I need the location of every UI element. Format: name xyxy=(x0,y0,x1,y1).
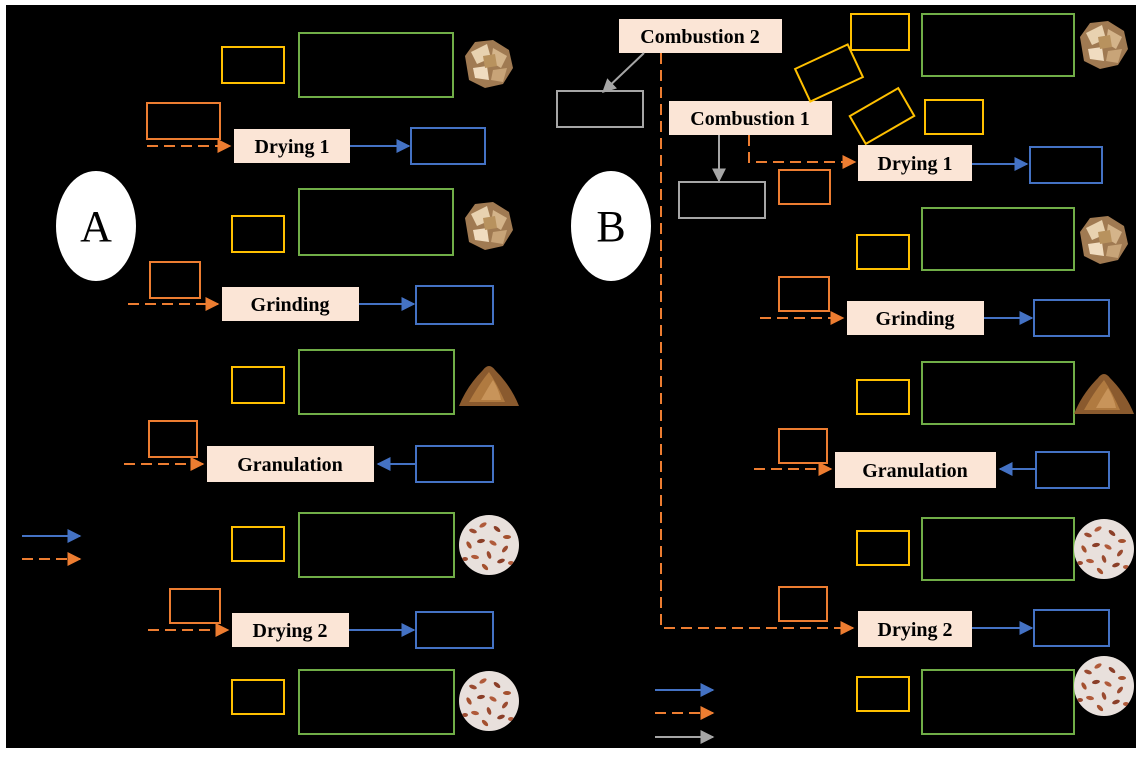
process-box-combustion-1 xyxy=(669,101,832,135)
energy-box xyxy=(146,102,221,140)
process-label-drying-1: Drying 1 xyxy=(878,153,953,175)
input-box xyxy=(221,46,285,84)
panel-b-letter: B xyxy=(596,202,625,251)
pellets-icon xyxy=(459,515,519,575)
wood-chips-icon xyxy=(465,202,513,250)
input-box xyxy=(848,86,916,146)
panel-a-badge xyxy=(56,171,136,281)
input-box xyxy=(231,366,285,404)
energy-flow-line xyxy=(660,53,855,635)
output-box xyxy=(1029,146,1103,184)
material-box xyxy=(298,32,454,98)
process-box-drying-2 xyxy=(858,611,972,647)
process-label-granulation: Granulation xyxy=(862,460,968,482)
pellets-icon xyxy=(1074,656,1134,716)
input-box xyxy=(231,679,285,715)
input-box xyxy=(856,379,910,415)
process-box-granulation xyxy=(835,452,996,488)
process-label-granulation: Granulation xyxy=(237,454,343,476)
emission-box xyxy=(678,181,766,219)
emission-flow-arrow xyxy=(601,52,645,93)
process-box-grinding xyxy=(847,301,984,335)
process-label-combustion-1: Combustion 1 xyxy=(690,108,809,130)
wood-chips-icon xyxy=(465,40,513,88)
material-box xyxy=(921,13,1075,77)
process-box-drying-2 xyxy=(232,613,349,647)
input-box xyxy=(231,215,285,253)
input-box xyxy=(850,13,910,51)
process-label-drying-2: Drying 2 xyxy=(878,619,953,641)
input-box xyxy=(231,526,285,562)
material-box xyxy=(921,361,1075,425)
energy-box xyxy=(778,276,830,312)
energy-box xyxy=(148,420,198,458)
input-box xyxy=(856,676,910,712)
process-label-grinding: Grinding xyxy=(876,308,955,330)
energy-box xyxy=(778,169,831,205)
output-box xyxy=(415,611,494,649)
wood-chips-icon xyxy=(1080,216,1128,264)
input-box xyxy=(856,530,910,566)
energy-box xyxy=(169,588,221,624)
output-box xyxy=(415,445,494,483)
wood-chips-icon xyxy=(1080,21,1128,69)
panel-a-letter: A xyxy=(80,202,112,251)
sawdust-pile-icon xyxy=(1074,374,1134,414)
process-label-grinding: Grinding xyxy=(251,294,330,316)
panel-b-badge xyxy=(571,171,651,281)
process-label-drying-2: Drying 2 xyxy=(253,620,328,642)
process-label-combustion-2: Combustion 2 xyxy=(640,26,759,48)
process-box-granulation xyxy=(207,446,374,482)
emission-box xyxy=(556,90,644,128)
output-box xyxy=(1033,299,1110,337)
process-box-drying-1 xyxy=(234,129,350,163)
energy-box xyxy=(149,261,201,299)
input-box xyxy=(793,43,865,103)
input-box xyxy=(856,234,910,270)
process-label-drying-1: Drying 1 xyxy=(255,136,330,158)
material-box xyxy=(298,349,455,415)
material-box xyxy=(921,669,1075,735)
material-box xyxy=(298,512,455,578)
energy-box xyxy=(778,586,828,622)
material-box xyxy=(921,517,1075,581)
process-box-combustion-2 xyxy=(619,19,782,53)
material-box xyxy=(298,188,454,256)
material-box xyxy=(921,207,1075,271)
process-box-grinding xyxy=(222,287,359,321)
energy-flow-line xyxy=(748,135,857,169)
output-box xyxy=(1035,451,1110,489)
output-box xyxy=(415,285,494,325)
pellets-icon xyxy=(459,671,519,731)
output-box xyxy=(410,127,486,165)
panel-a: A Drying 1 Grinding xyxy=(22,32,519,735)
process-box-drying-1 xyxy=(858,145,972,181)
panel-b: B Combustion 2 Combustion 1 Dr xyxy=(556,13,1134,744)
output-box xyxy=(1033,609,1110,647)
sawdust-pile-icon xyxy=(459,366,519,406)
pellets-icon xyxy=(1074,519,1134,579)
material-box xyxy=(298,669,455,735)
energy-box xyxy=(778,428,828,464)
input-box xyxy=(924,99,984,135)
